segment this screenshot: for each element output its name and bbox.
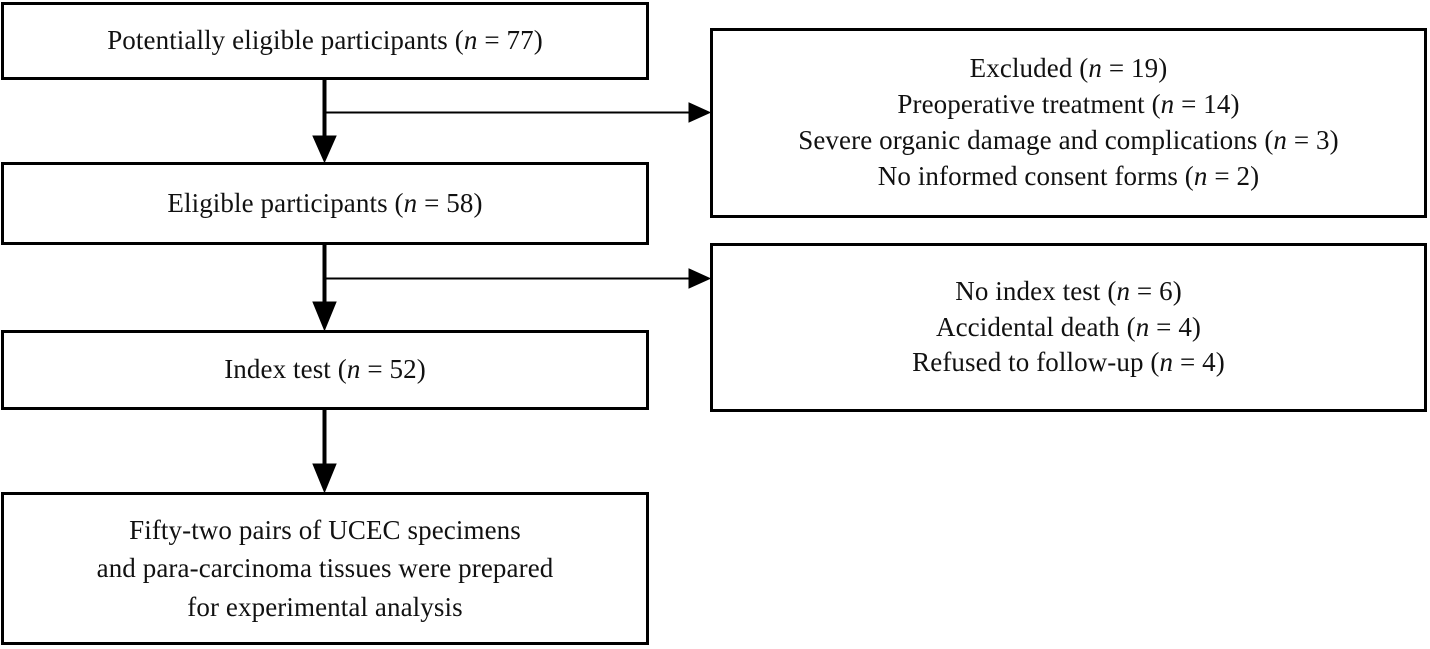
- node-eligible-participants: Eligible participants (n = 58): [1, 162, 649, 245]
- node-text: Eligible participants (n = 58): [4, 186, 646, 222]
- node-line: Eligible participants (n = 58): [167, 187, 483, 218]
- node-line: and para-carcinoma tissues were prepared: [96, 553, 554, 584]
- edge-eligible-to-index-test: [312, 245, 337, 332]
- node-line: Accidental death (n = 4): [935, 311, 1202, 342]
- edge-index-test-to-specimens: [312, 410, 337, 494]
- node-excluded-participants: Excluded (n = 19) Preoperative treatment…: [710, 28, 1427, 218]
- node-specimens-prepared: Fifty-two pairs of UCEC specimens and pa…: [1, 492, 649, 645]
- edge-eligible-to-lost: [325, 268, 712, 289]
- node-line: Refused to follow-up (n = 4): [912, 347, 1225, 378]
- node-lost-to-index-test: No index test (n = 6) Accidental death (…: [710, 243, 1427, 412]
- node-text: Fifty-two pairs of UCEC specimens and pa…: [4, 511, 646, 626]
- node-line: Preoperative treatment (n = 14): [897, 89, 1240, 120]
- node-line: Potentially eligible participants (n = 7…: [107, 25, 543, 56]
- node-line: Severe organic damage and complications …: [798, 125, 1339, 155]
- node-text: No index test (n = 6) Accidental death (…: [713, 274, 1424, 382]
- node-index-test: Index test (n = 52): [1, 330, 649, 410]
- node-text: Potentially eligible participants (n = 7…: [4, 23, 646, 59]
- edge-potentially-eligible-to-excluded: [325, 102, 712, 123]
- node-text: Index test (n = 52): [4, 352, 646, 388]
- node-line: Excluded (n = 19): [969, 53, 1168, 84]
- node-line: for experimental analysis: [187, 591, 463, 622]
- edge-potentially-eligible-to-eligible: [312, 80, 337, 164]
- node-text: Excluded (n = 19) Preoperative treatment…: [713, 51, 1424, 195]
- node-line: Index test (n = 52): [224, 354, 426, 385]
- node-line: Fifty-two pairs of UCEC specimens: [129, 515, 521, 545]
- node-line: No informed consent forms (n = 2): [877, 160, 1260, 191]
- node-line: No index test (n = 6): [955, 275, 1182, 306]
- node-potentially-eligible-participants: Potentially eligible participants (n = 7…: [1, 2, 649, 80]
